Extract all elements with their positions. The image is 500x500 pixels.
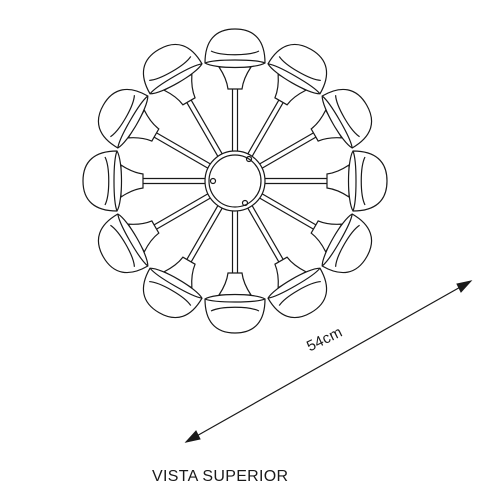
central-hub [204, 150, 266, 212]
dimension-arrow [184, 280, 473, 443]
view-label: VISTA SUPERIOR [152, 468, 289, 485]
